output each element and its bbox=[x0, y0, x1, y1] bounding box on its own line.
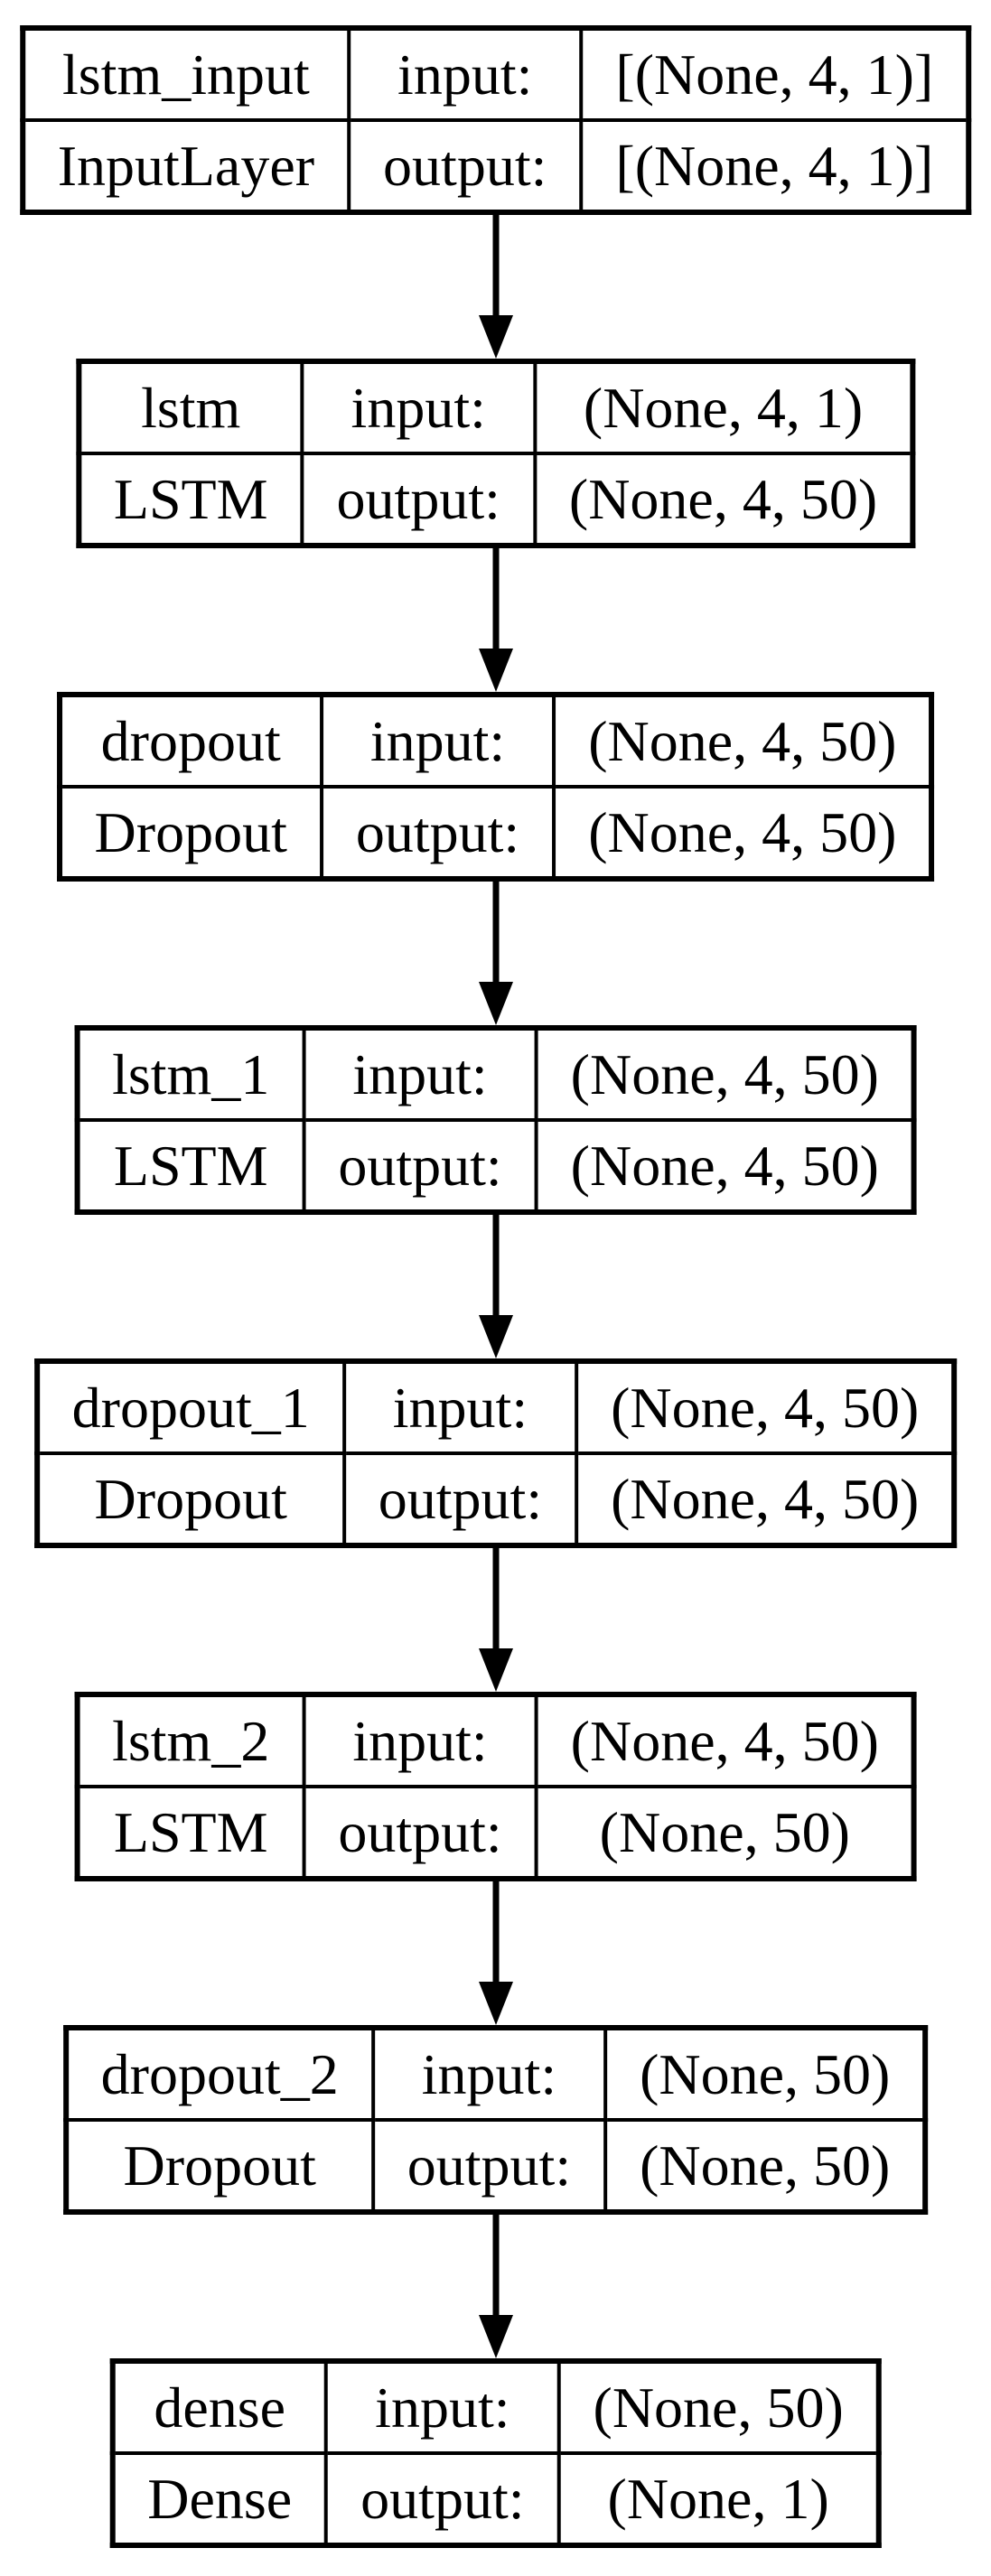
output-label: output: bbox=[341, 1451, 579, 1547]
connector-arrow-dropout_2-to-dense bbox=[478, 2215, 514, 2358]
arrow-head-icon bbox=[478, 649, 513, 692]
connector-arrow-dropout_1-to-lstm_2 bbox=[478, 1548, 514, 1692]
input-label: input: bbox=[300, 359, 537, 455]
arrow-line bbox=[492, 2215, 499, 2319]
node-row-bottom: LSTM output: (None, 50) bbox=[75, 1785, 916, 1881]
node-row-bottom: LSTM output: (None, 4, 50) bbox=[76, 452, 915, 547]
layer-name: dropout_1 bbox=[34, 1359, 346, 1455]
node-row-bottom: InputLayer output: [(None, 4, 1)] bbox=[20, 118, 971, 214]
layer-type: Dropout bbox=[57, 785, 323, 881]
layer-node-lstm_2: lstm_2 input: (None, 4, 50) LSTM output:… bbox=[74, 1692, 917, 1881]
input-label: input: bbox=[341, 1359, 579, 1455]
output-shape: (None, 4, 50) bbox=[534, 1118, 916, 1214]
layer-name: lstm bbox=[76, 359, 304, 455]
connector-arrow-dropout-to-lstm_1 bbox=[478, 882, 514, 1025]
node-row-bottom: Dropout output: (None, 4, 50) bbox=[34, 1451, 957, 1547]
node-row-top: lstm_1 input: (None, 4, 50) bbox=[75, 1026, 916, 1122]
layer-node-lstm_1: lstm_1 input: (None, 4, 50) LSTM output:… bbox=[74, 1025, 917, 1215]
output-shape: (None, 4, 50) bbox=[575, 1451, 957, 1547]
input-label: input: bbox=[347, 26, 584, 122]
layer-type: Dropout bbox=[63, 2118, 375, 2214]
input-label: input: bbox=[324, 2359, 561, 2455]
layer-node-lstm: lstm input: (None, 4, 1) LSTM output: (N… bbox=[75, 359, 916, 548]
arrow-head-icon bbox=[478, 1982, 513, 2025]
output-label: output: bbox=[300, 452, 537, 547]
layer-name: lstm_1 bbox=[75, 1026, 306, 1122]
input-label: input: bbox=[370, 2026, 608, 2122]
arrow-line bbox=[492, 882, 499, 985]
output-label: output: bbox=[319, 785, 556, 881]
output-label: output: bbox=[347, 118, 584, 214]
arrow-head-icon bbox=[478, 2315, 513, 2358]
connector-arrow-lstm-to-dropout bbox=[478, 548, 514, 692]
output-shape: (None, 50) bbox=[534, 1785, 916, 1881]
output-shape: (None, 50) bbox=[603, 2118, 928, 2214]
output-label: output: bbox=[370, 2118, 608, 2214]
layer-type: InputLayer bbox=[20, 118, 351, 214]
layer-type: Dense bbox=[110, 2451, 329, 2547]
output-shape: [(None, 4, 1)] bbox=[579, 118, 971, 214]
output-shape: (None, 4, 50) bbox=[532, 452, 915, 547]
node-row-top: dropout input: (None, 4, 50) bbox=[57, 693, 934, 789]
layer-name: dropout bbox=[57, 693, 323, 789]
output-label: output: bbox=[302, 1118, 538, 1214]
input-shape: (None, 50) bbox=[556, 2359, 881, 2455]
arrow-line bbox=[492, 1548, 499, 1652]
layer-type: Dropout bbox=[34, 1451, 346, 1547]
layer-type: LSTM bbox=[76, 452, 304, 547]
node-row-top: dropout_2 input: (None, 50) bbox=[63, 2026, 928, 2122]
layer-node-dropout_2: dropout_2 input: (None, 50) Dropout outp… bbox=[62, 2025, 929, 2215]
output-shape: (None, 4, 50) bbox=[552, 785, 934, 881]
node-row-top: lstm_input input: [(None, 4, 1)] bbox=[20, 26, 971, 122]
node-row-top: lstm_2 input: (None, 4, 50) bbox=[75, 1693, 916, 1788]
input-shape: (None, 4, 50) bbox=[552, 693, 934, 789]
node-row-top: dropout_1 input: (None, 4, 50) bbox=[34, 1359, 957, 1455]
layer-node-lstm_input: lstm_input input: [(None, 4, 1)] InputLa… bbox=[19, 25, 972, 215]
arrow-line bbox=[492, 1215, 499, 1319]
layer-name: dense bbox=[110, 2359, 329, 2455]
input-label: input: bbox=[319, 693, 556, 789]
connector-arrow-lstm_input-to-lstm bbox=[478, 215, 514, 359]
arrow-head-icon bbox=[478, 1648, 513, 1692]
arrow-head-icon bbox=[478, 315, 513, 359]
node-row-bottom: Dropout output: (None, 50) bbox=[63, 2118, 928, 2214]
input-shape: (None, 4, 1) bbox=[532, 359, 915, 455]
layer-name: lstm_2 bbox=[75, 1693, 306, 1788]
node-row-bottom: LSTM output: (None, 4, 50) bbox=[75, 1118, 916, 1214]
layer-type: LSTM bbox=[75, 1785, 306, 1881]
layer-name: dropout_2 bbox=[63, 2026, 375, 2122]
layer-node-dense: dense input: (None, 50) Dense output: (N… bbox=[109, 2358, 882, 2548]
node-row-top: lstm input: (None, 4, 1) bbox=[76, 359, 915, 455]
input-shape: [(None, 4, 1)] bbox=[579, 26, 971, 122]
arrow-line bbox=[492, 215, 499, 319]
layer-node-dropout: dropout input: (None, 4, 50) Dropout out… bbox=[56, 692, 935, 882]
input-shape: (None, 4, 50) bbox=[575, 1359, 957, 1455]
arrow-head-icon bbox=[478, 982, 513, 1025]
connector-arrow-lstm_1-to-dropout_1 bbox=[478, 1215, 514, 1358]
input-shape: (None, 4, 50) bbox=[534, 1693, 916, 1788]
output-shape: (None, 1) bbox=[556, 2451, 881, 2547]
node-row-bottom: Dense output: (None, 1) bbox=[110, 2451, 881, 2547]
input-label: input: bbox=[302, 1026, 538, 1122]
input-shape: (None, 50) bbox=[603, 2026, 928, 2122]
arrow-line bbox=[492, 1881, 499, 1985]
node-row-bottom: Dropout output: (None, 4, 50) bbox=[57, 785, 934, 881]
layer-type: LSTM bbox=[75, 1118, 306, 1214]
layer-node-dropout_1: dropout_1 input: (None, 4, 50) Dropout o… bbox=[33, 1358, 958, 1548]
output-label: output: bbox=[324, 2451, 561, 2547]
output-label: output: bbox=[302, 1785, 538, 1881]
connector-arrow-lstm_2-to-dropout_2 bbox=[478, 1881, 514, 2025]
layer-name: lstm_input bbox=[20, 26, 351, 122]
arrow-line bbox=[492, 548, 499, 652]
input-label: input: bbox=[302, 1693, 538, 1788]
arrow-head-icon bbox=[478, 1315, 513, 1358]
node-row-top: dense input: (None, 50) bbox=[110, 2359, 881, 2455]
input-shape: (None, 4, 50) bbox=[534, 1026, 916, 1122]
